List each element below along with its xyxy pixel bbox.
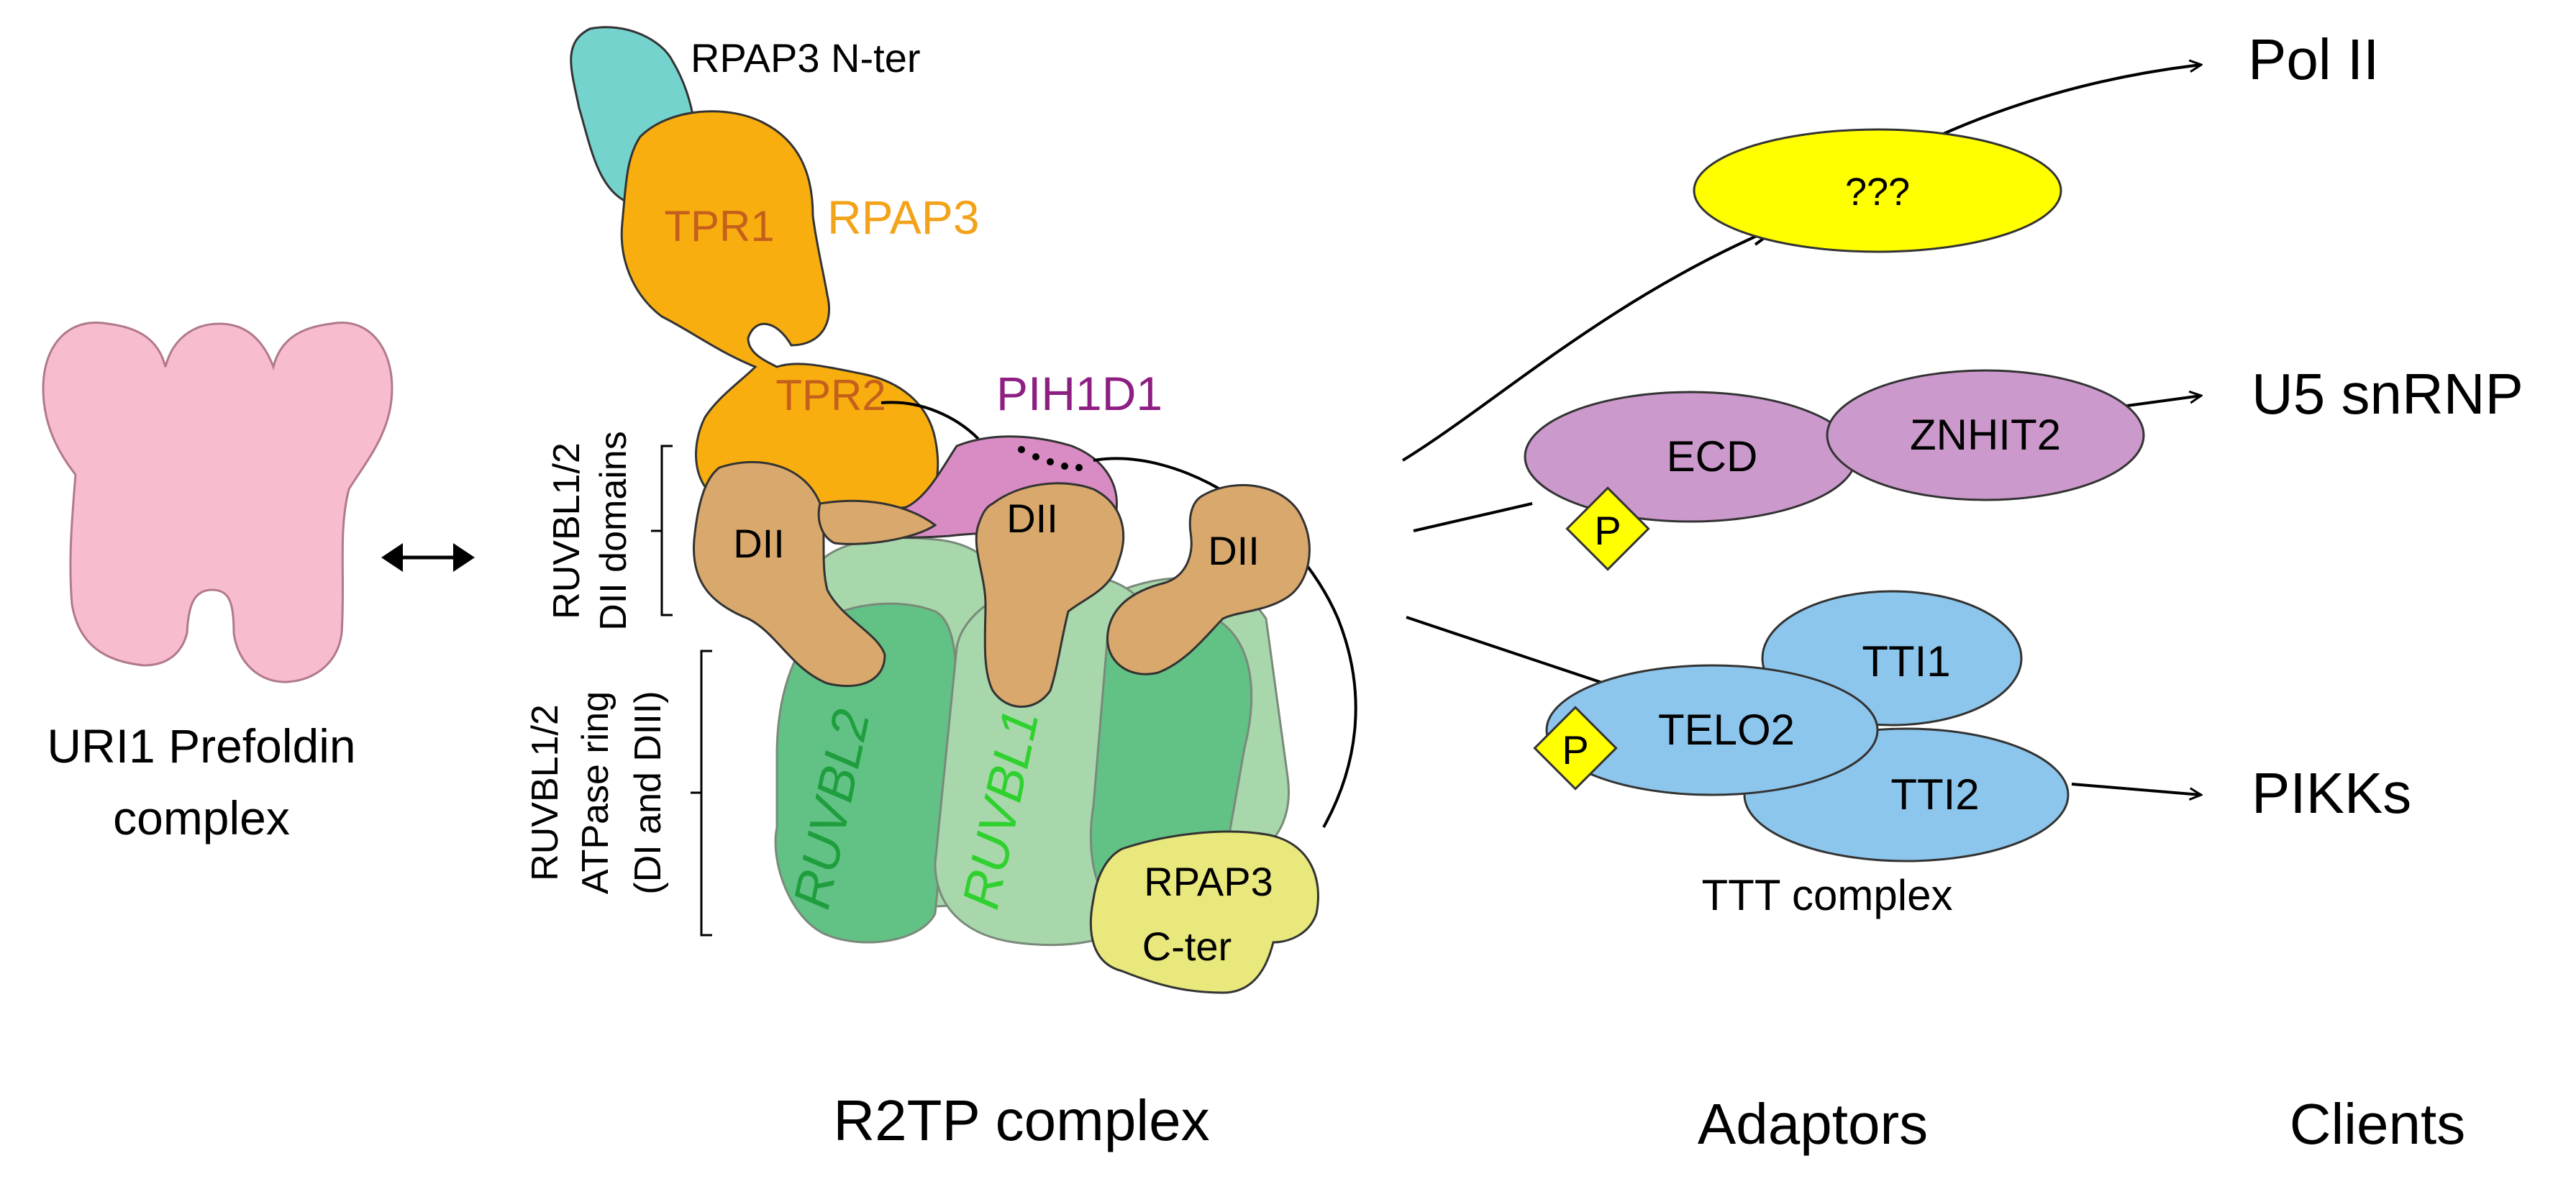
rpap3-cter-label-line2: C-ter [1142,924,1232,969]
rpap3-cter-shape [1089,830,1319,994]
client-pol2-label: Pol II [2248,27,2379,91]
clients-label: Clients [2290,1092,2466,1156]
znhit2-label: ZNHIT2 [1910,411,2061,459]
rpap3-tpr-shape [620,110,939,529]
unknown-adaptor-label: ??? [1845,170,1910,214]
binding-dots [1018,446,1083,471]
uri1-label-line1: URI1 Prefoldin [47,719,355,773]
ttt-complex-label: TTT complex [1702,871,1953,919]
atpase-label-line1: RUVBL1/2 [524,704,566,881]
connector-to-telo2 [1406,616,1626,692]
ecd-phospho-label: P [1594,508,1621,553]
dii-right-label: DII [1208,528,1260,573]
telo2-phospho-label: P [1562,727,1588,773]
pih1d1-label: PIH1D1 [996,367,1162,420]
pih1d1-linker [1093,457,1357,828]
ecd-label: ECD [1667,432,1758,481]
tti2-label: TTI2 [1890,770,1979,819]
double-arrow-icon [381,543,475,572]
connector-to-unknown [1401,229,1770,462]
rpap3-label: RPAP3 [827,191,980,244]
dii-middle-label: DII [1006,496,1058,541]
tpr1-label: TPR1 [664,202,774,250]
rpap3-cter-label-line1: RPAP3 [1144,859,1273,904]
arrow-to-u5 [2121,396,2201,408]
dii-domains-bracket [651,445,673,616]
dii-back-shape [817,499,937,545]
telo2-shape [1545,664,1879,796]
tti1-label: TTI1 [1862,637,1950,686]
dii-right-shape [1106,483,1311,675]
client-pikks-label: PIKKs [2252,761,2411,825]
adaptors-label: Adaptors [1698,1092,1928,1156]
connector-to-ecd [1413,502,1533,532]
atpase-label-line2: ATPase ring [575,691,616,894]
uri1-prefoldin-shape [42,322,393,683]
ecd-phospho-badge: P [1565,486,1650,571]
znhit2-shape [1826,369,2145,501]
rpap3-linker [880,401,980,440]
client-u5-label: U5 snRNP [2252,362,2523,426]
atpase-ring-bracket [691,650,712,937]
tpr2-label: TPR2 [775,371,886,419]
uri1-label-line2: complex [113,791,290,845]
arrow-to-pikks [2071,783,2201,795]
dii-middle-shape [975,482,1124,708]
telo2-phospho-badge: P [1533,706,1618,791]
dii-left-label: DII [733,521,785,566]
dii-domains-label-line1: RUVBL1/2 [546,442,588,619]
rpap3-nter-label: RPAP3 N-ter [691,35,920,81]
telo2-label: TELO2 [1658,706,1795,754]
atpase-label-line3: (DI and DIII) [627,691,669,894]
r2tp-complex-label: R2TP complex [833,1088,1209,1152]
dii-domains-label-line2: DII domains [593,431,634,630]
unknown-adaptor [1693,128,2062,253]
